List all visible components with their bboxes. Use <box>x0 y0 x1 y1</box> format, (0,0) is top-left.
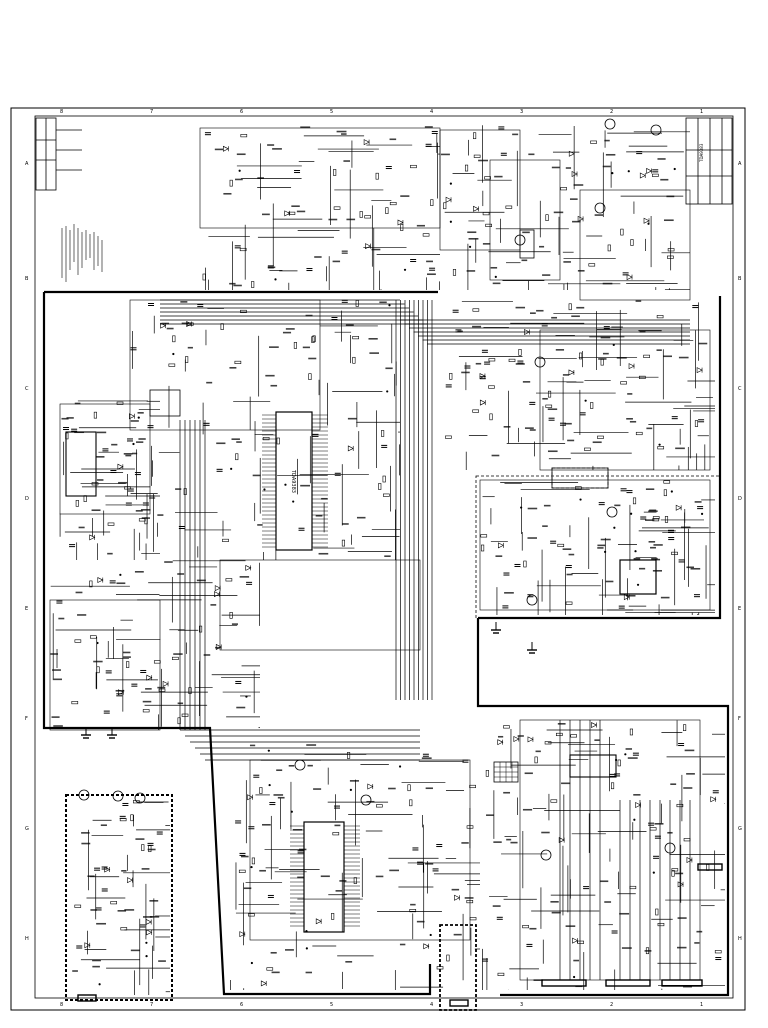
chassis-outline <box>42 290 730 997</box>
row-label-left-a: A <box>25 161 29 167</box>
col-label-top-7: 2 <box>610 109 613 115</box>
row-label-right-d: D <box>738 496 742 502</box>
right-top-ic <box>519 229 535 259</box>
col-label-top-5: 4 <box>430 109 433 115</box>
revision-block <box>35 117 82 191</box>
row-label-right-e: E <box>738 606 741 612</box>
col-label-top-3: 6 <box>240 109 243 115</box>
row-label-right-a: A <box>738 161 742 167</box>
left-ic-a <box>149 389 181 417</box>
outer-border <box>10 107 746 1011</box>
col-label-bot-7: 2 <box>610 1002 613 1008</box>
row-label-left-h: H <box>25 936 29 942</box>
right-lower-ic <box>619 559 657 595</box>
border-row-labels: A B C D E F G H A B C D E F G H <box>25 161 742 942</box>
col-label-bot-6: 3 <box>520 1002 523 1008</box>
bottom-connectors <box>77 863 723 1007</box>
col-label-bot-1: 8 <box>60 1002 63 1008</box>
row-label-left-e: E <box>25 606 28 612</box>
col-label-top-2: 7 <box>150 109 153 115</box>
main-ic-label: TDA9383 <box>290 469 296 493</box>
col-label-top-1: 8 <box>60 109 63 115</box>
left-connector <box>65 431 97 497</box>
row-label-left-g: G <box>25 826 29 832</box>
circuit-components <box>56 118 722 987</box>
lower-ic <box>290 821 360 933</box>
col-label-top-8: 1 <box>700 109 703 115</box>
component-designators <box>50 126 708 988</box>
col-label-bot-3: 6 <box>240 1002 243 1008</box>
row-label-right-h: H <box>738 936 742 942</box>
inner-border <box>34 115 734 999</box>
row-label-left-b: B <box>25 276 29 282</box>
title-block-model: TDA9383 <box>699 143 704 162</box>
col-label-bot-4: 5 <box>330 1002 333 1008</box>
dashed-subboards <box>65 467 721 1011</box>
row-label-left-c: C <box>25 386 29 392</box>
notes-block <box>61 224 103 282</box>
col-label-top-6: 3 <box>520 109 523 115</box>
right-mid-ic <box>551 467 609 489</box>
row-label-right-g: G <box>738 826 742 832</box>
row-label-left-f: F <box>25 716 28 722</box>
row-label-right-c: C <box>738 386 742 392</box>
row-label-right-b: B <box>738 276 742 282</box>
col-label-bot-8: 1 <box>700 1002 703 1008</box>
col-label-bot-5: 4 <box>430 1002 433 1008</box>
col-label-top-4: 5 <box>330 109 333 115</box>
border-column-labels: 8 7 6 5 4 3 2 1 8 7 6 5 4 3 2 1 <box>60 109 703 1008</box>
main-ic <box>262 411 328 551</box>
row-label-right-f: F <box>738 716 741 722</box>
row-label-left-d: D <box>25 496 29 502</box>
title-block <box>685 117 733 205</box>
col-label-bot-2: 7 <box>150 1002 153 1008</box>
